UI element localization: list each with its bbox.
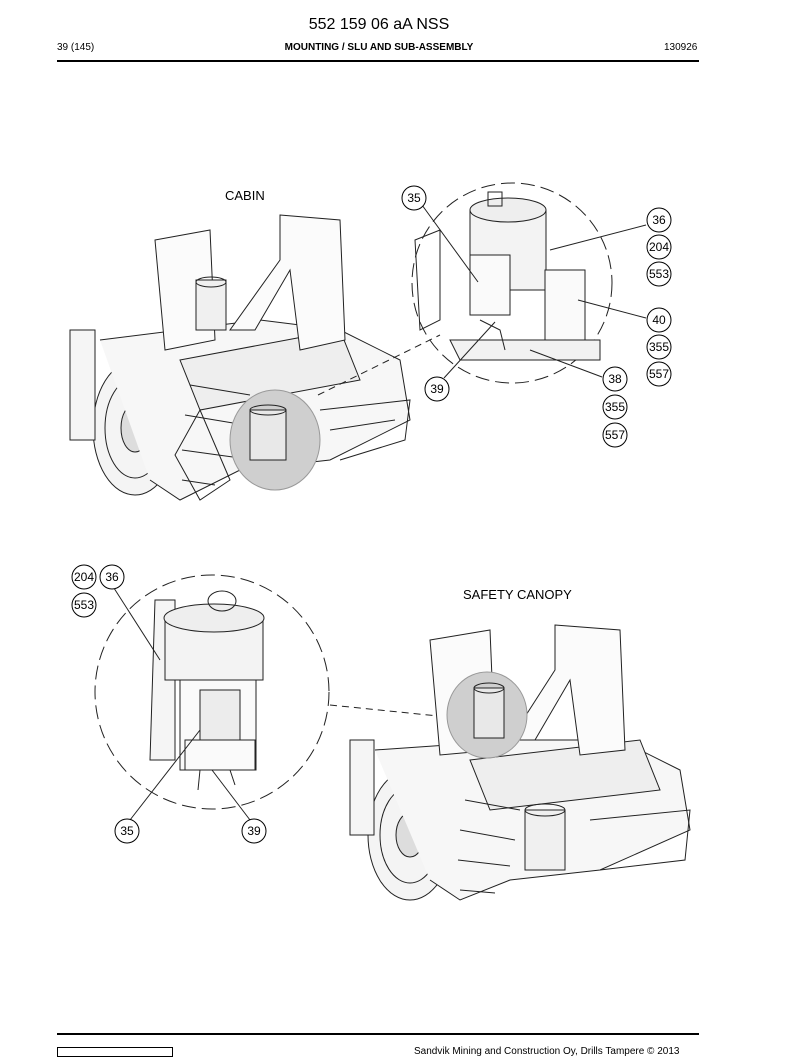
callout-557-a — [646, 361, 672, 387]
callout-553-bottom — [71, 592, 97, 618]
callout-text: 355 — [605, 400, 625, 414]
callout-text: 553 — [649, 267, 669, 281]
detail-view-cabin — [414, 191, 601, 361]
callout-553-top — [646, 261, 672, 287]
page-number: 39 (145) — [57, 42, 95, 53]
callout-text: 38 — [608, 372, 622, 386]
callout-204-top — [646, 234, 672, 260]
machine-drawing-canopy — [349, 624, 691, 901]
callout-text: 557 — [649, 367, 669, 381]
callout-355-b — [602, 394, 628, 420]
callout-text: 355 — [649, 340, 669, 354]
company-logo — [57, 1047, 173, 1057]
date-code: 130926 — [664, 42, 698, 53]
callout-text: 204 — [74, 570, 94, 584]
callout-36-bottom — [99, 564, 125, 590]
detail-view-canopy — [149, 590, 265, 791]
callout-text: 35 — [407, 191, 421, 205]
callout-557-b — [602, 422, 628, 448]
callout-text: 557 — [605, 428, 625, 442]
callout-40 — [646, 307, 672, 333]
safety-canopy-label: SAFETY CANOPY — [463, 587, 572, 602]
callout-text: 35 — [120, 824, 134, 838]
footer-copyright: Sandvik Mining and Construction Oy, Dril… — [414, 1046, 680, 1057]
callout-35-top — [401, 185, 427, 211]
callout-39-top — [424, 376, 450, 402]
callout-355-a — [646, 334, 672, 360]
cabin-label: CABIN — [225, 188, 265, 203]
footer-rule — [57, 1033, 699, 1035]
callout-text: 553 — [74, 598, 94, 612]
callout-text: 40 — [652, 313, 666, 327]
callout-39-bottom — [241, 818, 267, 844]
detail-circle-canopy — [94, 574, 330, 810]
callout-text: 39 — [247, 824, 261, 838]
callout-35-bottom — [114, 818, 140, 844]
callout-text: 36 — [652, 213, 666, 227]
callout-38 — [602, 366, 628, 392]
callout-text: 39 — [430, 382, 444, 396]
callout-36-top — [646, 207, 672, 233]
detail-circle-cabin — [411, 182, 613, 384]
section-title: MOUNTING / SLU AND SUB-ASSEMBLY — [284, 42, 474, 53]
document-number: 552 159 06 aA NSS — [308, 16, 450, 33]
callout-text: 36 — [105, 570, 119, 584]
header-rule — [57, 60, 699, 62]
callout-204-bottom — [71, 564, 97, 590]
callout-text: 204 — [649, 240, 669, 254]
